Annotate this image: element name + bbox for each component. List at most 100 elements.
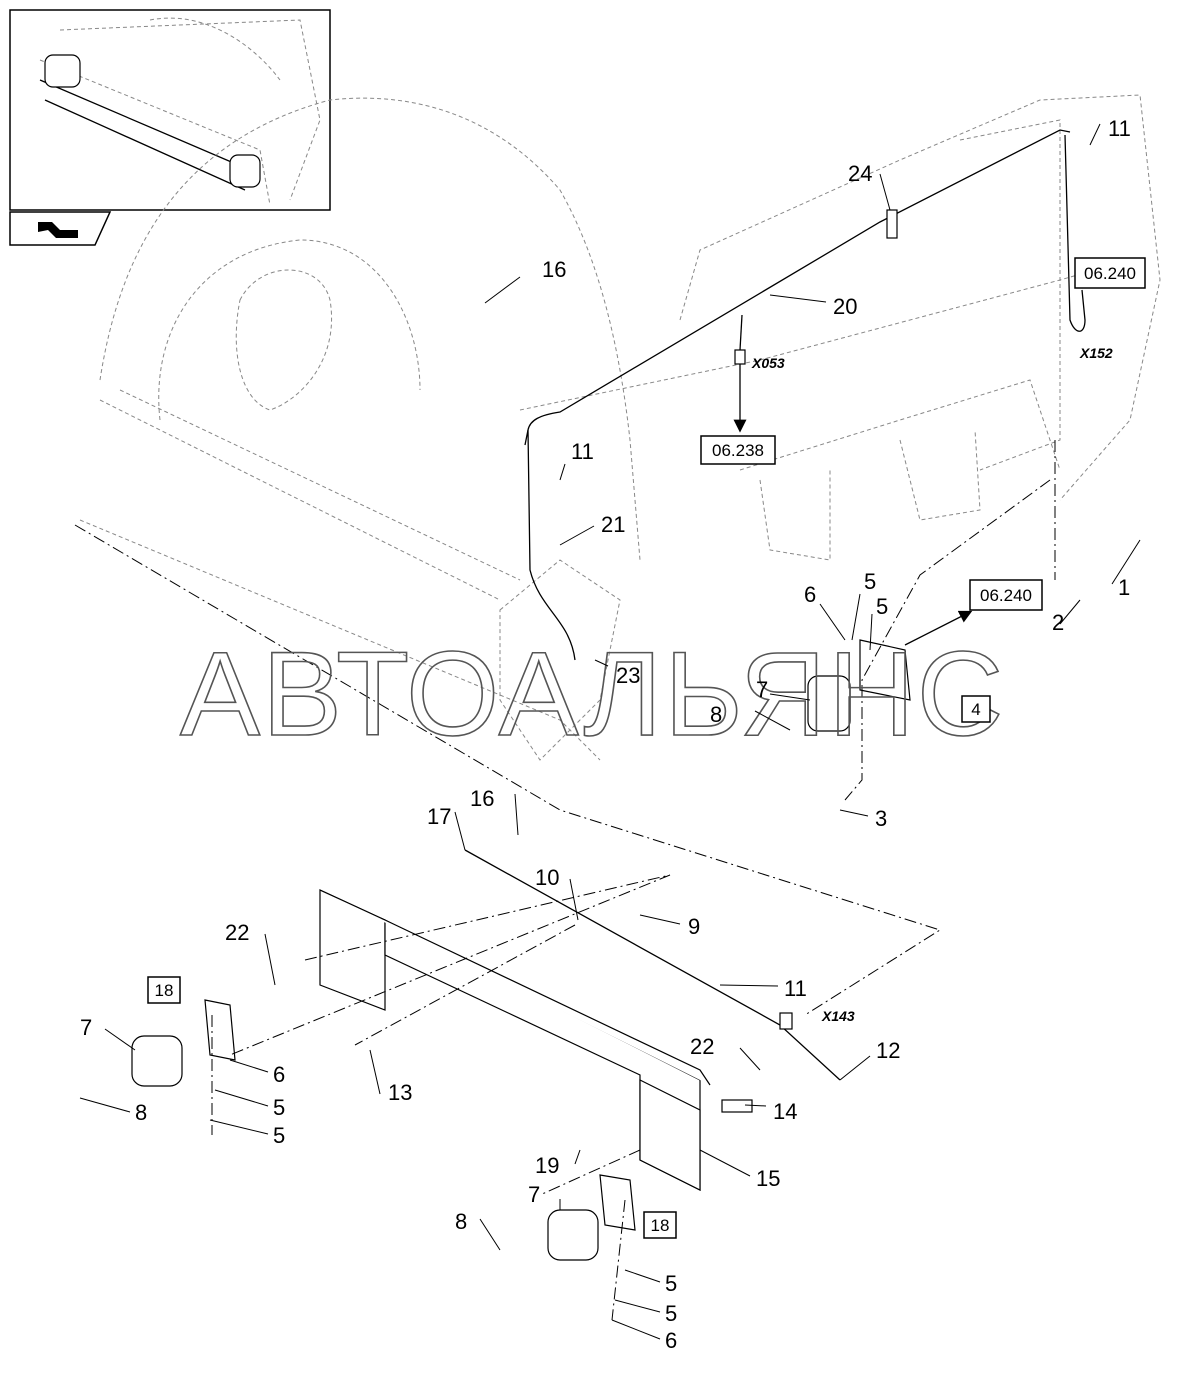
callout-10: 10	[535, 865, 579, 921]
callout-number: 5	[273, 1095, 285, 1120]
leader-line	[484, 276, 521, 304]
reference-label: 06.240	[980, 586, 1032, 605]
callout-number: 6	[273, 1062, 285, 1087]
callout-number: 22	[690, 1034, 714, 1059]
leader-line	[639, 914, 681, 925]
leader-line	[624, 1269, 661, 1283]
callout-23: 23	[594, 659, 640, 688]
callout-12: 12	[839, 1038, 900, 1081]
callout-number: 1	[1118, 575, 1130, 600]
leader-line	[569, 878, 579, 921]
leader-line	[614, 1299, 661, 1313]
leader-line	[454, 811, 466, 851]
callout-number: 5	[665, 1271, 677, 1296]
leader-line	[79, 1097, 131, 1113]
callout-number: 6	[804, 582, 816, 607]
callout-5: 5	[851, 569, 876, 641]
callout-number: 7	[80, 1015, 92, 1040]
callout-number: 7	[528, 1182, 540, 1207]
callout-22: 22	[225, 920, 276, 986]
leader-line	[744, 1104, 767, 1107]
reference-box-frame	[643, 1211, 677, 1239]
leader-line	[839, 1055, 871, 1081]
callout-number: 5	[864, 569, 876, 594]
connector-label: X143	[821, 1008, 855, 1024]
reference-box-frame	[147, 976, 181, 1004]
leader-line	[1111, 539, 1141, 585]
return-arrow-icon[interactable]	[9, 211, 112, 246]
leader-line	[104, 1028, 136, 1051]
callout-22: 22	[690, 1034, 761, 1071]
callout-3: 3	[839, 806, 887, 831]
rear-bracket-15	[319, 889, 711, 1191]
callout-5: 5	[614, 1299, 677, 1326]
callout-number: 8	[710, 702, 722, 727]
callout-number: 8	[455, 1209, 467, 1234]
callout-number: 16	[542, 257, 566, 282]
leader-line	[819, 603, 846, 641]
callout-number: 17	[427, 804, 451, 829]
callout-6: 6	[611, 1319, 677, 1353]
reference-label: 06.238	[712, 441, 764, 460]
leader-line	[369, 1049, 381, 1095]
callout-number: 11	[571, 439, 594, 464]
leader-line	[479, 1218, 501, 1251]
callout-number: 5	[876, 594, 888, 619]
callout-19: 19	[535, 1149, 581, 1178]
reference-box-frame	[969, 579, 1043, 611]
callout-number: 3	[875, 806, 887, 831]
wiring-harness-20	[524, 129, 1071, 446]
callout-number: 11	[784, 976, 807, 1001]
callout-number: 10	[535, 865, 559, 890]
connector-label: X152	[1079, 345, 1113, 361]
wiring-harness-lower	[464, 849, 841, 1081]
leader-line	[851, 593, 861, 641]
callout-number: 24	[848, 161, 872, 186]
callout-number: 22	[225, 920, 249, 945]
reference-box-frame	[961, 695, 991, 723]
callout-8: 8	[710, 702, 791, 731]
leader-line	[594, 659, 609, 667]
reference-label: 4	[971, 700, 980, 719]
lamp-7-left	[131, 999, 236, 1087]
leader-line	[611, 1319, 661, 1340]
callout-14: 14	[744, 1099, 797, 1124]
callout-2: 2	[1052, 599, 1081, 635]
callout-number: 14	[773, 1099, 797, 1124]
reference-box[interactable]: 18	[147, 976, 181, 1004]
leader-line	[264, 933, 276, 986]
callout-number: 12	[876, 1038, 900, 1063]
callout-number: 8	[135, 1100, 147, 1125]
leader-line	[769, 294, 827, 303]
callout-16: 16	[470, 786, 519, 836]
callout-9: 9	[639, 914, 700, 939]
callout-number: 15	[756, 1166, 780, 1191]
callout-number: 9	[688, 914, 700, 939]
leader-line	[1059, 599, 1081, 625]
callout-number: 20	[833, 294, 857, 319]
connector-label: X053	[751, 355, 785, 371]
inset-view	[9, 9, 331, 211]
leader-line	[869, 613, 873, 651]
callout-number: 2	[1052, 610, 1064, 635]
callout-5: 5	[209, 1119, 285, 1148]
callout-7: 7	[528, 1182, 561, 1210]
callout-11: 11	[1089, 116, 1131, 146]
reference-box[interactable]: 06.240	[1074, 257, 1146, 289]
leader-line	[514, 793, 519, 836]
reference-label: 18	[651, 1216, 670, 1235]
reference-box[interactable]: 06.240	[969, 579, 1043, 611]
callout-number: 7	[756, 677, 768, 702]
callout-number: 21	[601, 512, 625, 537]
leader-line	[839, 809, 869, 817]
callout-number: 6	[665, 1328, 677, 1353]
callout-21: 21	[559, 512, 625, 546]
reference-box[interactable]: 06.238	[700, 435, 776, 465]
reference-box[interactable]: 4	[961, 695, 991, 723]
lamp-7-lower	[547, 1174, 636, 1261]
callout-1: 1	[1111, 539, 1141, 600]
callout-number: 5	[273, 1123, 285, 1148]
callout-5: 5	[624, 1269, 677, 1296]
reference-label: 18	[155, 981, 174, 1000]
reference-box[interactable]: 18	[643, 1211, 677, 1239]
